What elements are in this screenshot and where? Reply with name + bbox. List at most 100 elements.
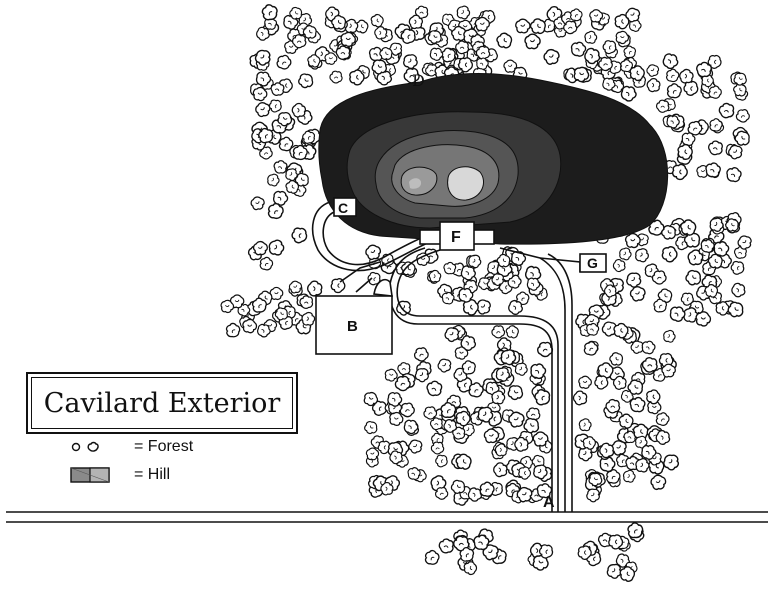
tree-icon xyxy=(424,378,445,399)
building-b-wing xyxy=(373,278,393,297)
tree-icon xyxy=(663,80,685,102)
tree-icon xyxy=(266,237,287,258)
tree-icon xyxy=(368,12,386,30)
tree-icon xyxy=(290,225,309,245)
tree-icon xyxy=(695,310,712,327)
tree-icon xyxy=(273,52,294,73)
tree-icon xyxy=(493,30,516,52)
hill-peak xyxy=(447,166,484,201)
tree-icon xyxy=(646,77,661,93)
loop-road-inner xyxy=(322,211,427,266)
tree-icon xyxy=(258,1,281,24)
location-label-b: B xyxy=(347,318,358,335)
tree-icon xyxy=(222,320,243,341)
loop-road-outer xyxy=(311,201,431,272)
tree-icon xyxy=(632,245,652,265)
tree-icon xyxy=(638,337,658,357)
legend-hill-label: = Hill xyxy=(134,466,171,483)
tree-icon xyxy=(503,323,522,341)
map-title: Cavilard Exterior xyxy=(31,377,293,429)
tree-icon xyxy=(608,534,624,550)
tree-icon xyxy=(300,310,317,327)
tree-icon xyxy=(623,269,645,291)
hill-contour-5b xyxy=(409,178,422,189)
tree-icon xyxy=(661,328,678,345)
tree-icon xyxy=(582,29,599,46)
tree-icon xyxy=(644,62,662,79)
tree-icon xyxy=(577,417,593,433)
tree-icon xyxy=(253,99,273,120)
tree-icon xyxy=(729,259,746,277)
tree-icon xyxy=(396,361,412,376)
location-labels: A B C D F G xyxy=(338,71,598,511)
tree-icon xyxy=(490,323,507,340)
tree-icon xyxy=(421,547,443,569)
tree-icon xyxy=(514,17,532,35)
tree-icon xyxy=(435,355,455,375)
location-label-a: A xyxy=(543,494,555,511)
tree-icon xyxy=(492,461,509,478)
tree-icon xyxy=(265,171,282,189)
drive-west-outer xyxy=(396,249,559,512)
tree-icon xyxy=(660,450,683,474)
tree-icon xyxy=(384,368,399,383)
tree-icon xyxy=(729,280,748,299)
tree-icon xyxy=(295,70,317,91)
spur-g xyxy=(539,257,581,272)
tree-icon xyxy=(621,468,638,485)
tree-icon xyxy=(324,52,338,66)
tree-icon xyxy=(541,46,563,68)
legend-forest: = Forest xyxy=(70,438,193,456)
tree-icon xyxy=(577,375,593,390)
tree-icon xyxy=(400,51,421,72)
tree-icon xyxy=(678,68,694,84)
drive-east-right xyxy=(547,253,573,512)
buildings xyxy=(315,197,607,355)
tree-icon xyxy=(248,194,267,213)
tree-icon xyxy=(406,436,426,456)
building-f xyxy=(439,221,475,251)
hill-icon xyxy=(70,467,134,483)
tree-icon xyxy=(734,107,752,125)
tree-icon xyxy=(220,299,235,314)
tree-icon xyxy=(611,257,628,274)
building-g xyxy=(579,253,607,273)
tree-icon xyxy=(291,102,307,118)
tree-icon xyxy=(362,418,381,437)
building-b xyxy=(315,295,393,355)
tree-icon xyxy=(655,99,670,114)
tree-icon xyxy=(648,472,669,492)
tree-icon xyxy=(682,267,705,289)
building-f-wing-right xyxy=(471,229,495,245)
tree-icon xyxy=(593,374,610,391)
tree-icon xyxy=(267,98,284,114)
tree-icon xyxy=(437,537,456,555)
tree-icon xyxy=(717,101,736,120)
tree-icon xyxy=(242,318,258,334)
tree-icon xyxy=(671,163,689,181)
legend-hill: = Hill xyxy=(70,466,170,484)
tree-icon xyxy=(329,70,343,84)
tree-icon xyxy=(571,389,589,407)
location-label-f: F xyxy=(451,229,461,246)
tree-icon xyxy=(659,50,681,72)
legend-forest-label: = Forest xyxy=(134,438,194,455)
forest-icon xyxy=(70,439,134,455)
tree-icon xyxy=(706,116,725,135)
building-c xyxy=(333,197,357,217)
drive-west-inner xyxy=(388,247,553,512)
building-f-wing-left xyxy=(419,229,443,245)
hill xyxy=(318,73,669,245)
location-label-g: G xyxy=(587,255,598,271)
tree-icon xyxy=(627,283,649,304)
tree-icon xyxy=(523,32,543,51)
tree-icon xyxy=(660,245,679,264)
lot-b-access xyxy=(339,261,381,293)
tree-icon xyxy=(663,66,682,85)
tree-icon xyxy=(454,3,473,22)
tree-icon xyxy=(433,453,450,469)
tree-icon xyxy=(306,279,324,298)
road-network xyxy=(6,201,768,523)
tree-icon xyxy=(412,345,431,364)
